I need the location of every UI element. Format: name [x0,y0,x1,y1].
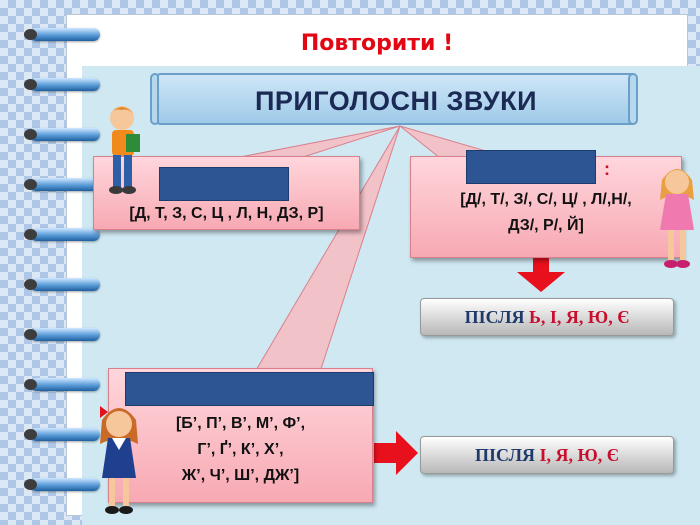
binding-ring [24,278,100,291]
binding-ring [24,328,100,341]
semisoft-sounds-line-2: Г’, Ґ’, К’, Х’, [197,441,284,458]
banner-title: ПРИГОЛОСНІ ЗВУКИ [157,73,635,125]
after-letters: Ь, І, Я, Ю, Є [529,307,630,327]
soft-consonants-box: : [Д/, Т/, З/, С/, Ц/ , Л/,Н/, ДЗ/, Р/, … [410,150,682,258]
binding-ring [24,28,100,41]
binding-ring [24,378,100,391]
soft-after-box: ПІСЛЯ Ь, І, Я, Ю, Є [420,298,674,336]
after-letters: І, Я, Ю, Є [539,445,619,465]
redacted-heading [159,167,289,201]
binding-ring [24,128,100,141]
soft-heading-colon: : [604,159,610,179]
schoolgirl-figure-icon [100,406,138,514]
boy-figure-icon [109,106,140,194]
after-word: ПІСЛЯ [475,445,535,465]
semisoft-consonants-box: [Б’, П’, В’, М’, Ф’, Г’, Ґ’, К’, Х’, Ж’,… [108,368,374,503]
hard-sounds: [Д, Т, З, С, Ц , Л, Н, ДЗ, Р] [129,205,324,222]
soft-sounds-line-2: ДЗ/, Р/, Й] [508,217,584,234]
semisoft-sounds-line-3: Ж’, Ч’, Ш’, ДЖ’] [181,467,300,484]
binding-ring [24,78,100,91]
arrow-down-icon [517,258,565,292]
soft-sounds-line-1: [Д/, Т/, З/, С/, Ц/ , Л/,Н/, [460,191,632,208]
arrow-right-icon [374,431,418,475]
redacted-heading [125,372,374,406]
redacted-heading [466,150,596,184]
page-title: Повторити ! [300,31,454,56]
girl-figure-icon [660,169,694,268]
binding-ring [24,228,100,241]
binding-ring [24,478,100,491]
semisoft-after-box: ПІСЛЯ І, Я, Ю, Є [420,436,674,474]
semisoft-sounds-line-1: [Б’, П’, В’, М’, Ф’, [175,415,306,432]
after-word: ПІСЛЯ [464,307,525,327]
binding-ring [24,428,100,441]
banner-roll-right [628,73,638,125]
binding-ring [24,178,100,191]
hard-consonants-box: [Д, Т, З, С, Ц , Л, Н, ДЗ, Р] [93,156,360,230]
hard-callout-tail [234,125,401,159]
